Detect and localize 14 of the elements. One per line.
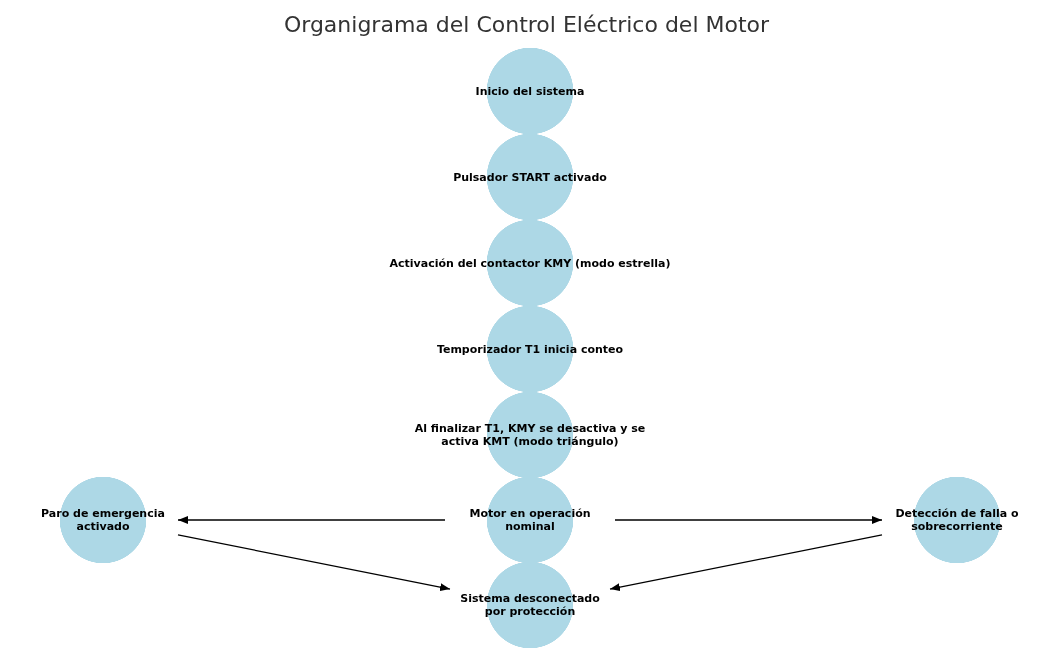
arrow: [614, 516, 883, 524]
node-text: Activación del contactor KMY (modo estrella): [389, 256, 671, 270]
arrow: [609, 534, 883, 592]
diagram-title: Organigrama del Control Eléctrico del Motor: [283, 11, 770, 39]
node-text: Temporizador T1 inicia conteo: [436, 342, 624, 356]
node-text: Al finalizar T1, KMY se desactiva y se activa KMT (modo triángulo): [413, 422, 647, 448]
node-text: Paro de emergencia activado: [40, 507, 166, 533]
node-text: Inicio del sistema: [475, 84, 585, 98]
arrow: [177, 516, 446, 524]
node-text: Detección de falla o sobrecorriente: [894, 507, 1020, 533]
node-text: Pulsador START activado: [453, 170, 607, 184]
node-text: Motor en operación nominal: [468, 507, 592, 533]
node-text: Sistema desconectado por protección: [459, 592, 601, 618]
arrow: [177, 534, 451, 592]
